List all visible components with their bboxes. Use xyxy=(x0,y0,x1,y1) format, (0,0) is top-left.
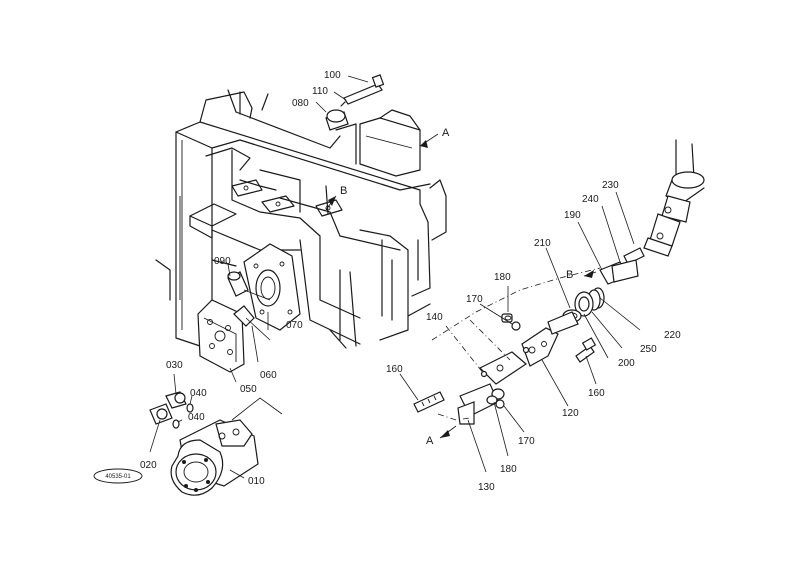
callout-130: 130 xyxy=(478,482,495,493)
callout-230: 230 xyxy=(602,180,619,191)
callout-190: 190 xyxy=(564,210,581,221)
steering-shaft-assembly xyxy=(413,267,605,425)
callout-090: 090 xyxy=(214,256,231,267)
steering-column xyxy=(599,139,705,285)
callout-220: 220 xyxy=(664,330,681,341)
callout-110: 110 xyxy=(312,86,328,97)
callout-200: 200 xyxy=(618,358,635,369)
callout-030: 030 xyxy=(166,360,183,371)
ref-b-top: B xyxy=(340,185,347,197)
callout-070: 070 xyxy=(286,320,303,331)
callout-040-lower: 040 xyxy=(188,412,205,423)
callout-140: 140 xyxy=(426,312,443,323)
callout-170-upper: 170 xyxy=(466,294,483,305)
callout-010: 010 xyxy=(248,476,265,487)
leader-lines xyxy=(149,75,641,479)
callout-100: 100 xyxy=(324,70,341,81)
drawing-reference-badge: 40535-01 xyxy=(93,468,143,484)
callout-240: 240 xyxy=(582,194,599,205)
ref-b-right: B xyxy=(566,269,573,281)
callout-020: 020 xyxy=(140,460,157,471)
reference-arrows xyxy=(328,140,594,438)
callout-160-left: 160 xyxy=(386,364,403,375)
callout-050: 050 xyxy=(240,384,257,395)
badge-text: 40535-01 xyxy=(105,474,131,480)
callout-250: 250 xyxy=(640,344,657,355)
callout-040-upper: 040 xyxy=(190,388,207,399)
callout-120: 120 xyxy=(562,408,579,419)
callout-160-right: 160 xyxy=(588,388,605,399)
callout-180-upper: 180 xyxy=(494,272,511,283)
callout-180-lower: 180 xyxy=(500,464,517,475)
part-callouts: 100 110 080 A B 090 070 060 050 030 040 … xyxy=(140,70,681,493)
callout-080: 080 xyxy=(292,98,309,109)
ref-a-bottom: A xyxy=(426,435,434,447)
callout-210: 210 xyxy=(534,238,551,249)
callout-170-lower: 170 xyxy=(518,436,535,447)
callout-060: 060 xyxy=(260,370,277,381)
ref-a-top: A xyxy=(442,127,450,139)
power-steering-unit xyxy=(149,391,283,496)
main-frame xyxy=(155,74,447,351)
mounting-plate-assembly xyxy=(197,243,301,373)
